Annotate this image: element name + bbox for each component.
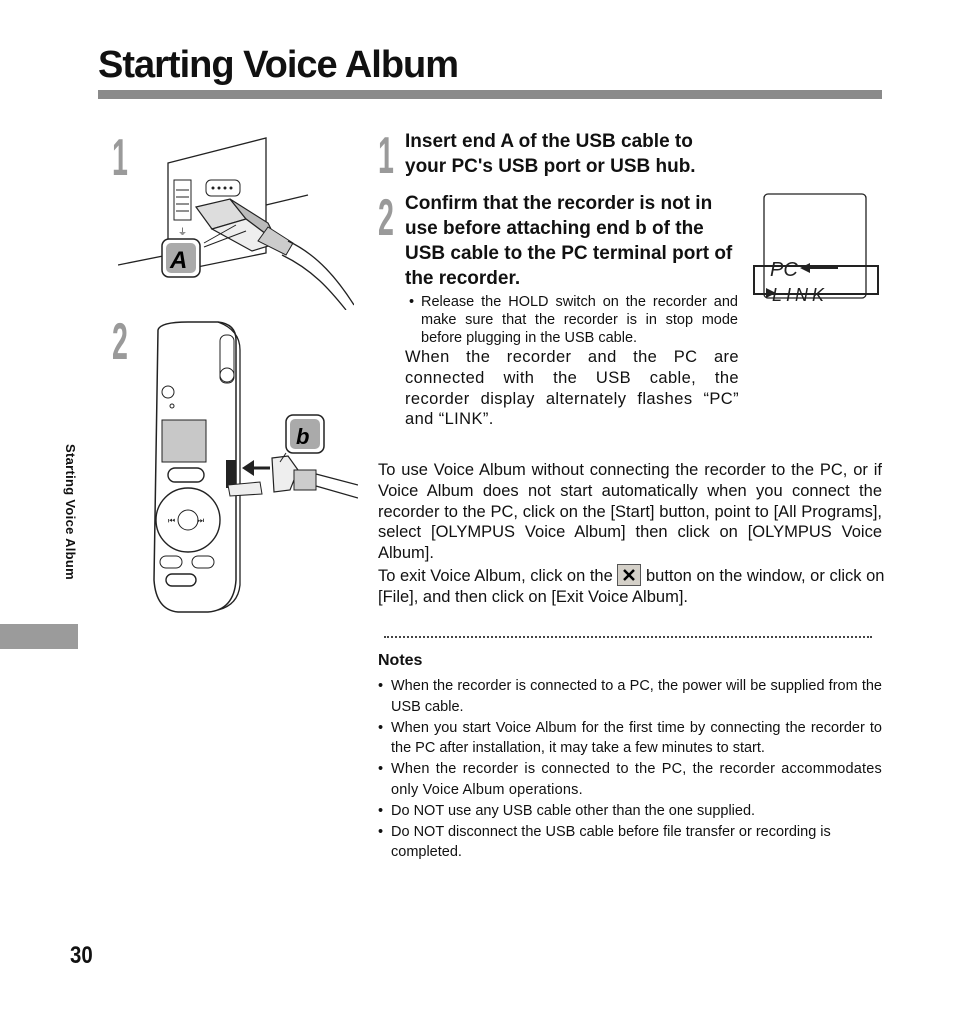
step-1-heading: Insert end A of the USB cable to your PC…	[405, 131, 696, 177]
step-2-description: When the recorder and the PC are connect…	[405, 348, 739, 429]
exit-paragraph-start: To exit Voice Album, click on the	[378, 567, 613, 585]
usb-pc-illustration: ⏚ A	[118, 137, 354, 310]
note-item: When the recorder is connected to the PC…	[378, 759, 882, 801]
step-2-heading: Confirm that the recorder is not in use …	[405, 193, 733, 289]
step-2-bullet-text: Release the HOLD switch on the recorder …	[421, 294, 738, 346]
section-side-label: Starting Voice Album	[63, 444, 78, 581]
recorder-display-illustration: PC LINK	[753, 193, 879, 302]
label-a: A	[169, 247, 187, 274]
note-item: When you start Voice Album for the first…	[378, 718, 882, 760]
page-number: 30	[70, 942, 93, 969]
svg-text:⏭: ⏭	[197, 516, 204, 525]
exit-paragraph-end: button on the window, or click on [File]…	[378, 567, 885, 606]
display-line1: PC	[770, 259, 798, 281]
svg-text:⏮: ⏮	[168, 516, 175, 525]
note-item: Do NOT disconnect the USB cable before f…	[378, 822, 882, 864]
note-item: Do NOT use any USB cable other than the …	[378, 801, 882, 822]
svg-text:⏚: ⏚	[178, 227, 187, 237]
notes-list: When the recorder is connected to a PC, …	[378, 676, 882, 863]
display-line2: LINK	[772, 285, 828, 302]
step-1-number: 1	[378, 127, 394, 185]
close-x-icon	[617, 564, 642, 586]
note-item: When the recorder is connected to a PC, …	[378, 676, 882, 718]
section-tab	[0, 624, 78, 649]
exit-paragraph: To exit Voice Album, click on the button…	[378, 564, 888, 608]
recorder-usb-illustration: ⏮ ⏭ b	[153, 321, 358, 613]
notes-heading: Notes	[378, 652, 423, 669]
page-title: Starting Voice Album	[98, 44, 459, 86]
step-2-number: 2	[378, 189, 394, 247]
label-b: b	[296, 424, 309, 449]
title-rule	[98, 90, 882, 99]
intro-paragraph: To use Voice Album without connecting th…	[378, 461, 882, 563]
figure-2-number: 2	[112, 313, 128, 371]
figure-1-number: 1	[112, 129, 128, 187]
step-2-bullet: • Release the HOLD switch on the recorde…	[409, 294, 738, 346]
dotted-separator	[384, 636, 872, 638]
